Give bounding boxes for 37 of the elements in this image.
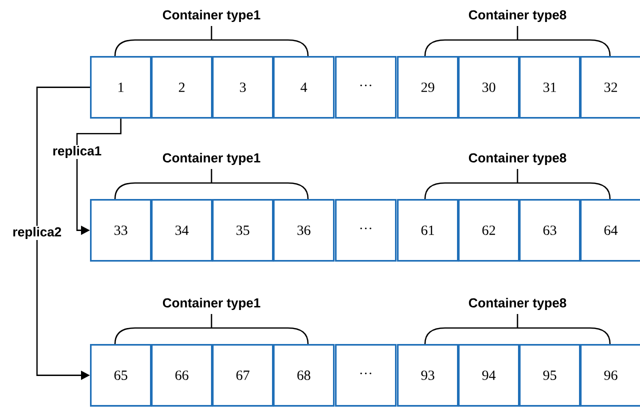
cell: 62 [458, 199, 520, 262]
cell: 63 [519, 199, 581, 262]
cell: ··· [335, 344, 397, 407]
cell: 68 [273, 344, 335, 407]
cell: 30 [458, 56, 520, 119]
cell: 35 [212, 199, 274, 262]
brace-label: Container type1 [162, 298, 260, 310]
cell: 36 [273, 199, 335, 262]
cell: 1 [90, 56, 152, 119]
cell: ··· [335, 199, 397, 262]
cell: 64 [580, 199, 640, 262]
brace-label: Container type1 [162, 10, 260, 22]
arrow [76, 118, 122, 235]
cell: 31 [519, 56, 581, 119]
edge-label: replica2 [11, 226, 63, 240]
brace-label: Container type8 [468, 152, 566, 166]
arrow [36, 86, 90, 380]
cell: 32 [580, 56, 640, 119]
cell: 3 [212, 56, 274, 119]
cell: 95 [519, 344, 581, 407]
cell: 34 [151, 199, 213, 262]
cell: 96 [580, 344, 640, 407]
cell: 33 [90, 199, 152, 262]
edge-label: replica1 [51, 144, 103, 160]
cell: 94 [458, 344, 520, 407]
cell: 29 [397, 56, 459, 119]
brace-label: Container type1 [162, 152, 260, 166]
cell: ··· [335, 56, 397, 119]
brace-label: Container type8 [468, 298, 566, 310]
cell: 2 [151, 56, 213, 119]
cell: 65 [90, 344, 152, 407]
brace-label: Container type8 [468, 10, 566, 22]
cell: 67 [212, 344, 274, 407]
cell: 93 [397, 344, 459, 407]
cell: 66 [151, 344, 213, 407]
cell: 61 [397, 199, 459, 262]
cell: 4 [273, 56, 335, 119]
